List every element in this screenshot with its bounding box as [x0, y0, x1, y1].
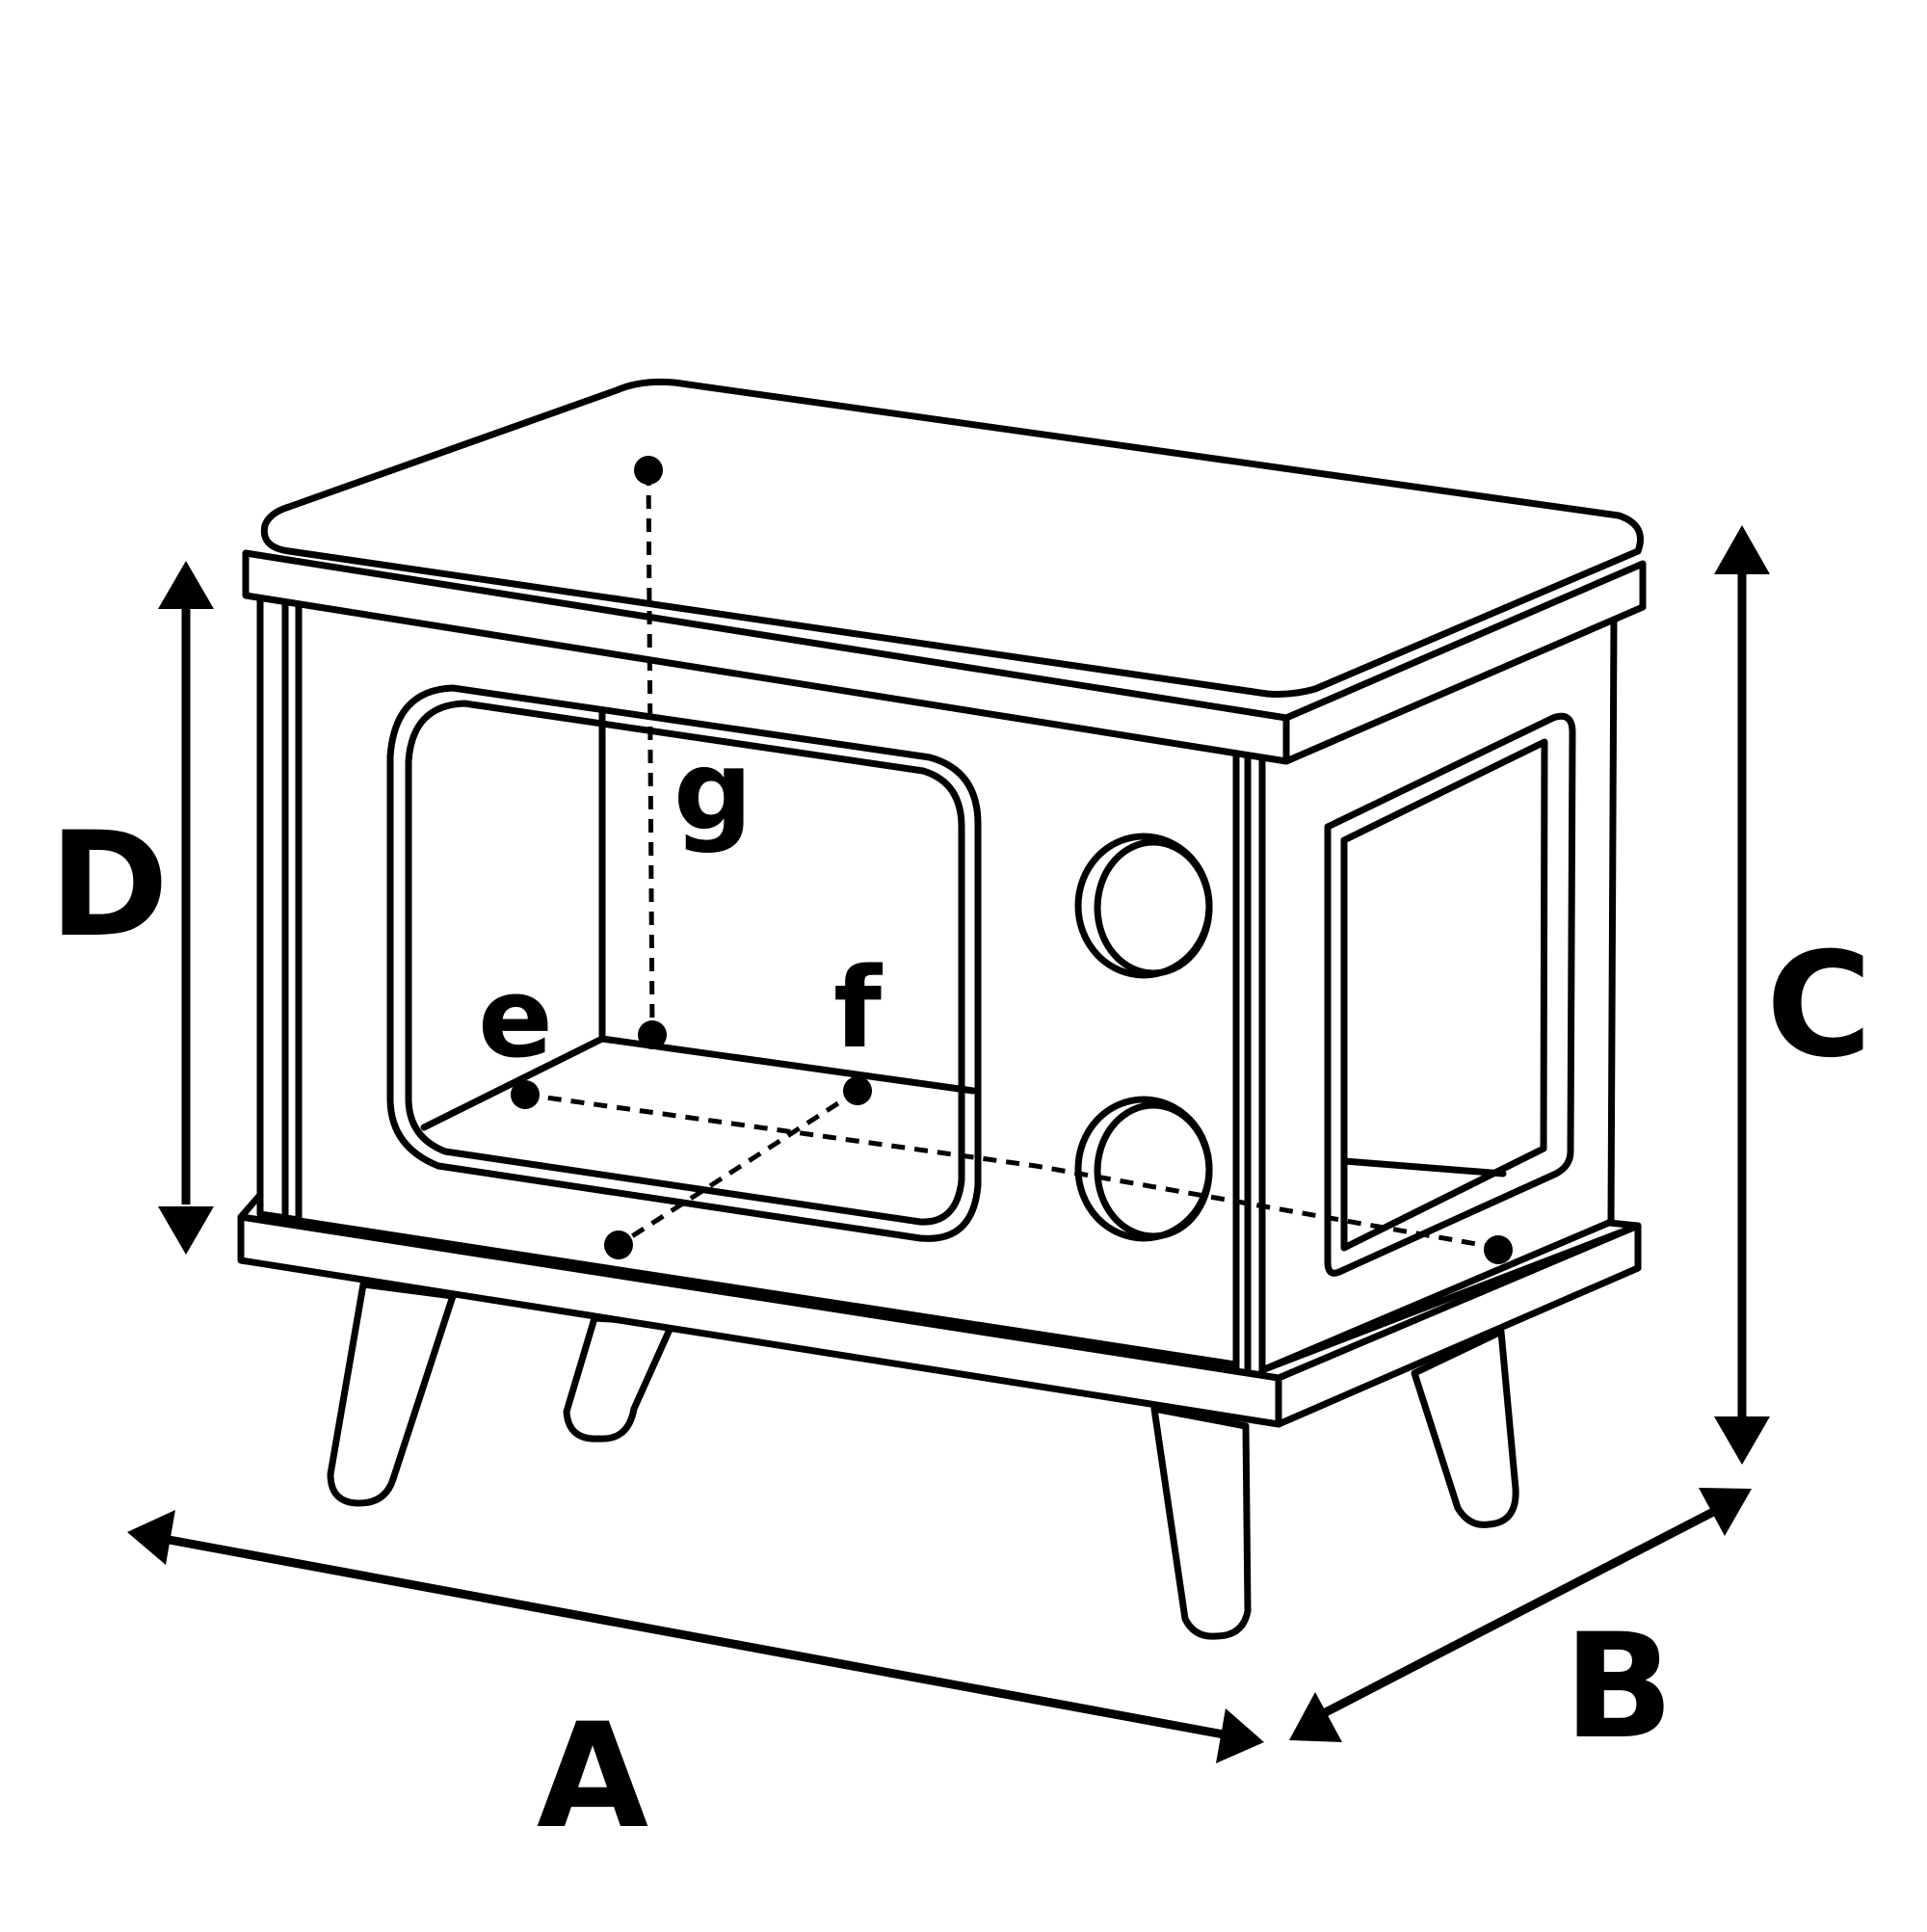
label-g: g	[673, 727, 752, 856]
arrow-d-head-bottom	[158, 1206, 214, 1255]
leg-back-left	[563, 1314, 676, 1442]
dimension-arrows	[127, 525, 1770, 1763]
dot-f-front	[604, 1231, 633, 1259]
label-d: D	[49, 802, 170, 969]
label-c: C	[1766, 922, 1872, 1090]
hole-top-inner	[1094, 838, 1213, 977]
label-f: f	[833, 944, 884, 1073]
side-window-floor	[1340, 1157, 1507, 1178]
legs	[327, 1281, 1519, 1640]
dot-e-left	[511, 1080, 540, 1109]
dot-f-back	[843, 1076, 872, 1105]
dot-g-top	[634, 456, 663, 485]
arrow-c-head-bottom	[1714, 1416, 1770, 1465]
arrow-a-head-left	[127, 1510, 175, 1565]
hole-bottom-inner	[1094, 1101, 1213, 1240]
side-window-inner	[1340, 738, 1548, 1252]
top-plate-side	[1282, 560, 1647, 765]
arrow-b-head-right	[1699, 1488, 1752, 1536]
arrow-b-line	[1317, 1507, 1718, 1719]
arrow-a-head-right	[1216, 1708, 1264, 1763]
arrow-c-head-top	[1714, 525, 1770, 574]
round-holes	[1074, 833, 1213, 1242]
top-cushion	[260, 378, 1644, 698]
bottom-plate-side	[1275, 1222, 1642, 1428]
dot-g-bottom	[638, 1020, 667, 1049]
dot-e-right	[1484, 1235, 1513, 1264]
leg-front-left	[327, 1281, 457, 1507]
top-plate	[242, 549, 1647, 765]
front-opening-inner	[405, 700, 965, 1226]
dashed-e	[524, 1092, 1499, 1251]
arrow-d-head-top	[158, 561, 214, 609]
inner-floor-back	[598, 1035, 977, 1095]
arrow-b-head-left	[1289, 1692, 1342, 1742]
measurement-lines	[511, 456, 1513, 1264]
arrow-a-line	[163, 1534, 1225, 1739]
label-a: A	[537, 1693, 648, 1861]
labels: D C A B g e f	[49, 727, 1872, 1861]
side-window	[1324, 712, 1576, 1277]
dashed-f	[617, 1088, 859, 1248]
left-post-outer	[256, 586, 303, 1224]
label-e: e	[478, 954, 553, 1083]
leg-back-right	[1411, 1328, 1519, 1528]
dashed-g	[646, 471, 655, 1034]
leg-front-right	[1150, 1405, 1252, 1640]
label-b: B	[1564, 1603, 1674, 1771]
inner-floor-left	[420, 1035, 606, 1131]
